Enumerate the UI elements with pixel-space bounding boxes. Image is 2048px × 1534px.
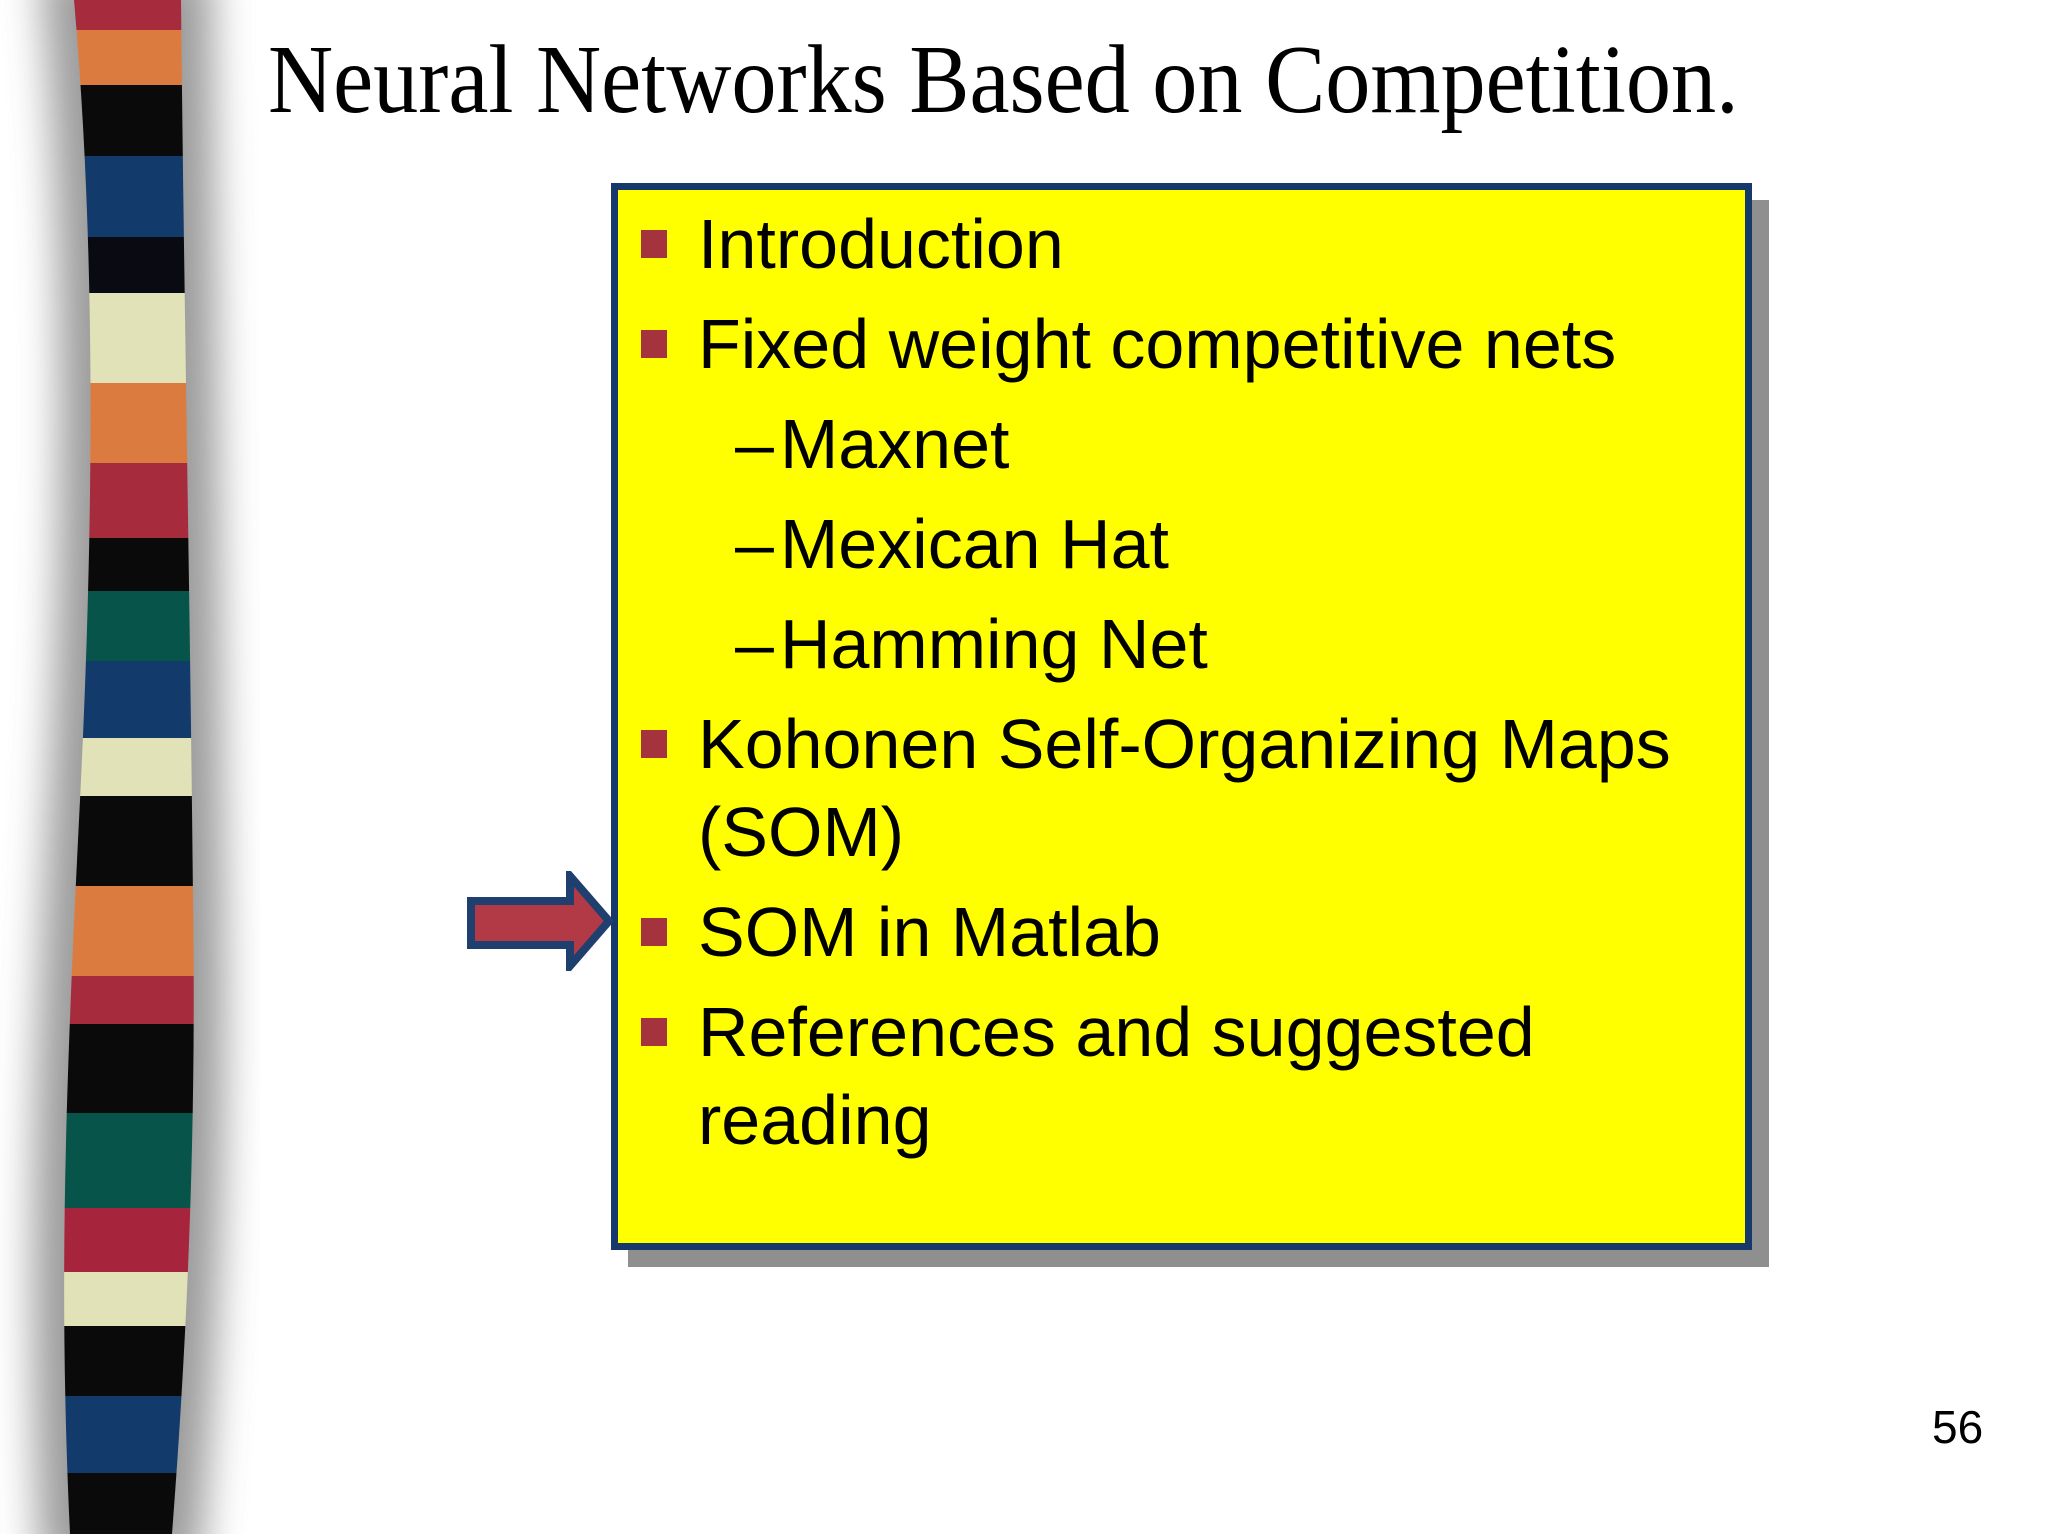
agenda-box: Introduction Fixed weight competitive ne… xyxy=(611,183,1752,1250)
page-title: Neural Networks Based on Competition. xyxy=(268,26,1739,133)
list-item-label: Maxnet xyxy=(779,405,1010,483)
dash-marker: – xyxy=(735,605,774,683)
list-item-label: Mexican Hat xyxy=(779,505,1169,583)
bullet-square-icon xyxy=(641,1018,667,1046)
dash-marker: – xyxy=(735,505,774,583)
list-item: Introduction xyxy=(618,200,1745,288)
list-subitem: – Maxnet xyxy=(618,400,1745,488)
bullet-square-icon xyxy=(641,230,667,258)
list-item-label: References and suggested xyxy=(698,993,1535,1071)
bullet-square-icon xyxy=(641,730,667,758)
list-item: SOM in Matlab xyxy=(618,888,1745,976)
list-item-label: SOM in Matlab xyxy=(698,893,1161,971)
list-item-label: Kohonen Self-Organizing Maps xyxy=(698,705,1671,783)
dash-marker: – xyxy=(735,405,774,483)
list-item: Fixed weight competitive nets xyxy=(618,300,1745,388)
list-item-label: (SOM) xyxy=(698,793,905,871)
page-number: 56 xyxy=(1932,1401,1984,1453)
list-item-label: reading xyxy=(698,1081,932,1159)
ribbon-stripes xyxy=(64,0,194,1534)
list-item-label: Introduction xyxy=(698,205,1064,283)
list-item: References and suggested xyxy=(618,988,1745,1076)
list-item-continuation: (SOM) xyxy=(618,788,1745,876)
list-item-label: Fixed weight competitive nets xyxy=(698,305,1617,383)
list-item-continuation: reading xyxy=(618,1076,1745,1164)
list-item-label: Hamming Net xyxy=(779,605,1208,683)
right-arrow-icon xyxy=(467,871,615,971)
ribbon-decoration xyxy=(33,0,225,1534)
list-item: Kohonen Self-Organizing Maps xyxy=(618,700,1745,788)
list-subitem: – Hamming Net xyxy=(618,600,1745,688)
bullet-square-icon xyxy=(641,330,667,358)
bullet-square-icon xyxy=(641,918,667,946)
list-subitem: – Mexican Hat xyxy=(618,500,1745,588)
